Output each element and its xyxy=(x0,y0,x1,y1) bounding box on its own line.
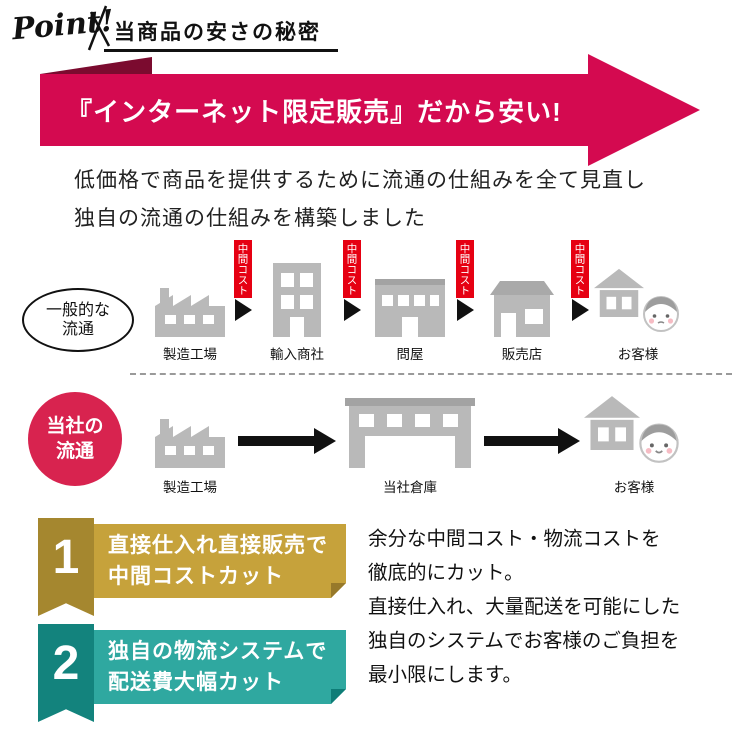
description-line-5: 最小限にします。 xyxy=(368,664,523,686)
benefit-description: 余分な中間コスト・物流コストを 徹底的にカット。 直接仕入れ、大量配送を可能にし… xyxy=(368,522,734,692)
title-underline xyxy=(104,49,338,52)
long-arrow-icon xyxy=(238,428,336,454)
importer-building-icon xyxy=(273,259,321,342)
house-icon xyxy=(584,394,640,455)
our-flow-badge-line2: 流通 xyxy=(55,441,94,462)
general-flow-badge-line2: 流通 xyxy=(61,321,94,338)
arrow-tip-shape xyxy=(588,54,700,166)
point-1-banner: 1 直接仕入れ直接販売で 中間コストカット xyxy=(38,518,346,616)
company-warehouse-icon xyxy=(345,396,475,473)
hero-arrow-banner: 『インターネット限定販売』だから安い! xyxy=(40,54,700,166)
step-label: 問屋 xyxy=(396,347,424,362)
middle-cost-badge: 中間コスト xyxy=(343,240,361,298)
our-flow-badge: 当社の 流通 xyxy=(28,392,122,486)
customer-face-icon xyxy=(640,291,682,338)
description-line-4: 独自のシステムでお客様のご負担を xyxy=(368,630,680,652)
page-title: 当商品の安さの秘密 xyxy=(114,21,321,44)
point-2-text: 独自の物流システムで 配送費大幅カット xyxy=(108,636,327,698)
factory-icon xyxy=(153,285,227,342)
our-flow-badge-line1: 当社の xyxy=(46,416,104,437)
intro-line-1: 低価格で商品を提供するために流通の仕組みを全て見直し xyxy=(74,169,646,192)
factory-icon xyxy=(153,416,227,473)
description-line-1: 余分な中間コスト・物流コストを xyxy=(368,528,661,550)
our-flow-section: 当社の 流通 xyxy=(0,390,740,502)
point-2-ribbon: 2 xyxy=(38,624,94,722)
point-1-number: 1 xyxy=(52,531,80,584)
middle-cost-badge: 中間コスト xyxy=(234,240,252,298)
point-1-line2: 中間コストカット xyxy=(108,565,284,588)
house-icon xyxy=(594,267,644,322)
description-line-3: 直接仕入れ、大量配送を可能にした xyxy=(368,596,681,618)
hero-arrow-text: 『インターネット限定販売』だから安い! xyxy=(40,74,588,146)
general-flow-badge: 一般的な 流通 xyxy=(22,288,134,352)
description-line-2: 徹底的にカット。 xyxy=(368,562,524,584)
flow-arrow-icon xyxy=(572,299,589,321)
slash-divider-icon xyxy=(86,4,112,57)
flow-arrow-icon xyxy=(344,299,361,321)
general-flow-badge-line1: 一般的な xyxy=(45,302,110,319)
step-label: お客様 xyxy=(613,480,655,495)
customer-icon xyxy=(594,265,684,337)
step-label: 輸入商社 xyxy=(270,347,324,362)
flow-arrow-icon xyxy=(457,299,474,321)
middle-cost-badge: 中間コスト xyxy=(571,240,589,298)
wholesaler-icon xyxy=(375,279,445,342)
point-2-banner: 2 独自の物流システムで 配送費大幅カット xyxy=(38,624,346,722)
point-2-line1: 独自の物流システムで xyxy=(108,640,328,663)
retail-store-icon xyxy=(490,279,554,342)
step-label: 当社倉庫 xyxy=(383,480,437,495)
point-1-line1: 直接仕入れ直接販売で xyxy=(108,534,328,557)
corner-fold-shape xyxy=(331,689,346,704)
point-2-line2: 配送費大幅カット xyxy=(108,671,284,694)
step-label: 販売店 xyxy=(501,347,543,362)
step-label: お客様 xyxy=(617,347,659,362)
dashed-divider xyxy=(130,373,732,375)
intro-line-2: 独自の流通の仕組みを構築しました xyxy=(74,207,426,230)
flow-arrow-icon xyxy=(235,299,252,321)
corner-fold-shape xyxy=(331,583,346,598)
customer-face-icon xyxy=(636,418,682,469)
arrow-fold-shape xyxy=(40,57,152,74)
point-1-ribbon: 1 xyxy=(38,518,94,616)
middle-cost-badge: 中間コスト xyxy=(456,240,474,298)
point-1-text: 直接仕入れ直接販売で 中間コストカット xyxy=(108,530,328,592)
point-2-number: 2 xyxy=(52,637,80,690)
step-label: 製造工場 xyxy=(163,347,217,362)
intro-text: 低価格で商品を提供するために流通の仕組みを全て見直し 独自の流通の仕組みを構築し… xyxy=(74,162,646,238)
long-arrow-icon xyxy=(484,428,580,454)
step-label: 製造工場 xyxy=(163,480,217,495)
customer-icon xyxy=(584,392,684,470)
general-flow-section: 一般的な 流通 中間コスト 中 xyxy=(0,240,740,372)
